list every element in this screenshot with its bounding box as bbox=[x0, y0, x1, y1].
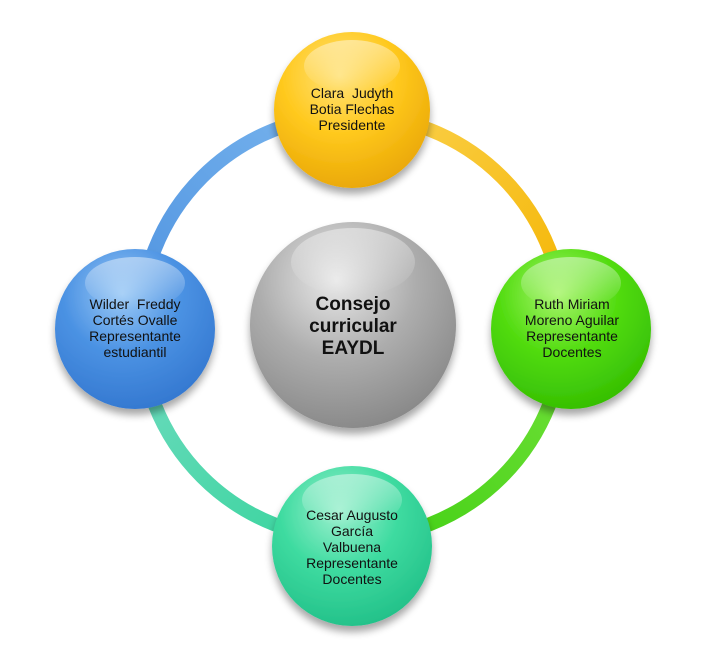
node-student-rep bbox=[55, 249, 215, 409]
center-node bbox=[250, 222, 456, 428]
node-teacher-rep-right bbox=[491, 249, 651, 409]
node-teacher-rep-bottom bbox=[272, 466, 432, 626]
node-president bbox=[274, 32, 430, 188]
